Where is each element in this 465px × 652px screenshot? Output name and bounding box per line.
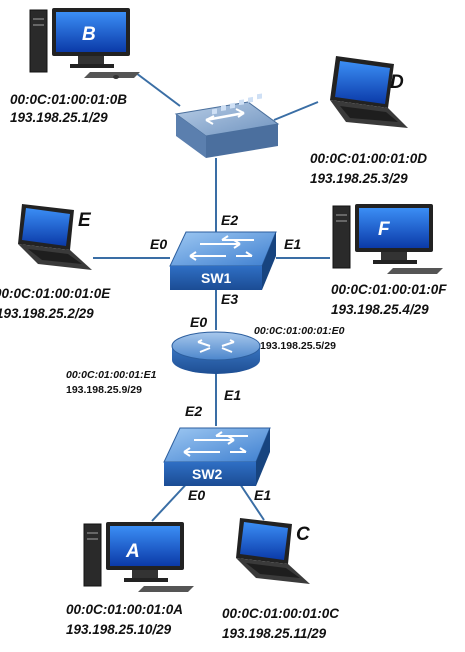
laptop-e[interactable]: E	[18, 204, 92, 270]
node-b-mac: 00:0C:01:00:01:0B	[10, 92, 127, 107]
laptop-d[interactable]: D	[330, 56, 408, 128]
node-e-ip: 193.198.25.2/29	[0, 306, 94, 321]
node-c-mac: 00:0C:01:00:01:0C	[222, 606, 339, 621]
switch-sw1[interactable]: SW1	[169, 231, 277, 290]
switch-sw2[interactable]: SW2	[163, 427, 271, 486]
sw1-port-e0: E0	[150, 236, 167, 252]
sw1-port-e1: E1	[284, 236, 301, 252]
router-e0-ip: 193.198.25.5/29	[260, 340, 336, 352]
node-e-letter: E	[78, 210, 92, 231]
node-f-mac: 00:0C:01:00:01:0F	[331, 282, 447, 297]
router-e1-ip: 193.198.25.9/29	[66, 384, 142, 396]
router-port-e0: E0	[190, 314, 207, 330]
sw1-name: SW1	[201, 270, 232, 286]
desktop-a[interactable]: A	[83, 522, 194, 592]
sw2-port-e0: E0	[188, 487, 205, 503]
sw2-name: SW2	[192, 466, 223, 482]
node-a-letter: A	[125, 541, 140, 562]
desktop-b[interactable]: B	[29, 8, 140, 79]
router[interactable]	[171, 331, 261, 374]
link-b-hub	[135, 72, 181, 107]
node-f-letter: F	[378, 219, 391, 240]
link-d-hub	[273, 101, 319, 121]
node-f-ip: 193.198.25.4/29	[331, 302, 429, 317]
router-e0-mac: 00:0C:01:00:01:E0	[254, 325, 345, 337]
node-a-mac: 00:0C:01:00:01:0A	[66, 602, 183, 617]
sw1-port-e3: E3	[221, 291, 238, 307]
router-port-e1: E1	[224, 387, 241, 403]
links	[93, 72, 330, 522]
node-d-letter: D	[390, 72, 404, 93]
sw2-port-e2: E2	[185, 403, 202, 419]
node-c-letter: C	[296, 524, 310, 545]
node-e-mac: 00:0C:01:00:01:0E	[0, 286, 111, 301]
sw2-port-e1: E1	[254, 487, 271, 503]
laptop-c[interactable]: C	[236, 518, 310, 584]
router-e1-mac: 00:0C:01:00:01:E1	[66, 369, 157, 381]
desktop-f[interactable]: F	[332, 204, 443, 274]
node-b-letter: B	[82, 24, 96, 45]
sw1-port-e2: E2	[221, 212, 238, 228]
node-b-ip: 193.198.25.1/29	[10, 110, 108, 125]
node-a-ip: 193.198.25.10/29	[66, 622, 172, 637]
hub[interactable]	[174, 93, 280, 158]
node-d-mac: 00:0C:01:00:01:0D	[310, 151, 427, 166]
node-d-ip: 193.198.25.3/29	[310, 171, 408, 186]
node-c-ip: 193.198.25.11/29	[222, 626, 327, 641]
